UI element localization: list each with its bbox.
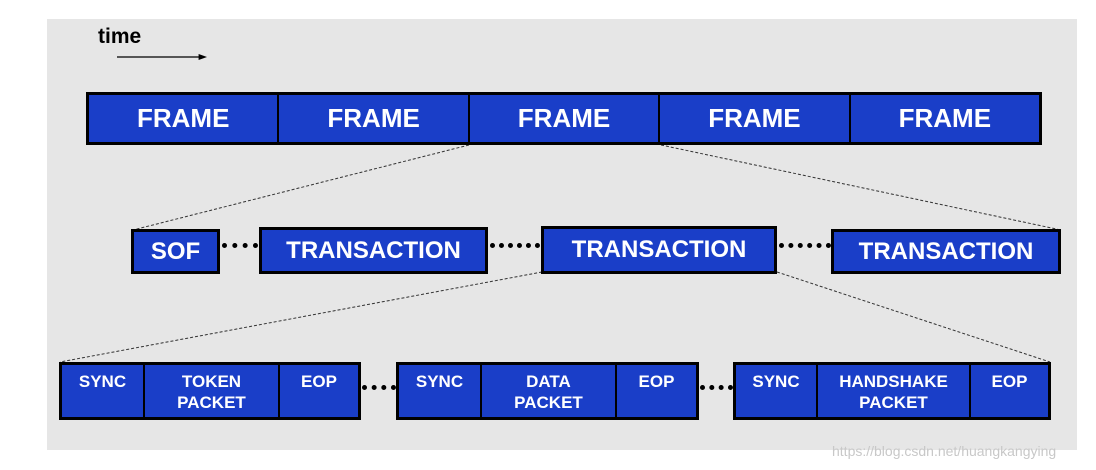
packet-field: HANDSHAKE PACKET (818, 365, 971, 417)
dotted-connector (222, 243, 258, 254)
frame-bar: FRAME FRAME FRAME FRAME FRAME (86, 92, 1042, 145)
handshake-packet-group: SYNC HANDSHAKE PACKET EOP (733, 362, 1051, 420)
sync-field: SYNC (62, 365, 145, 417)
eop-field: EOP (280, 365, 358, 417)
sof-box: SOF (131, 229, 220, 274)
eop-field: EOP (971, 365, 1048, 417)
frame-box: FRAME (279, 95, 470, 142)
time-label: time (98, 25, 142, 48)
transaction-box: TRANSACTION (541, 226, 777, 274)
dotted-connector (490, 243, 540, 254)
sync-field: SYNC (399, 365, 482, 417)
time-arrow (117, 54, 207, 60)
expansion-line-right-top (660, 144, 1062, 231)
frame-box: FRAME (660, 95, 851, 142)
packet-field: DATA PACKET (482, 365, 617, 417)
dotted-connector (700, 385, 733, 396)
frame-box: FRAME (469, 95, 661, 142)
frame-box: FRAME (850, 95, 1040, 142)
packet-field: TOKEN PACKET (145, 365, 280, 417)
transaction-box: TRANSACTION (259, 227, 488, 274)
transaction-box: TRANSACTION (831, 229, 1061, 274)
data-packet-group: SYNC DATA PACKET EOP (396, 362, 699, 420)
sync-field: SYNC (736, 365, 818, 417)
eop-field: EOP (617, 365, 696, 417)
expansion-line-right-bottom (776, 271, 1051, 363)
dotted-connector (779, 243, 831, 254)
frame-box: FRAME (89, 95, 280, 142)
expansion-line-left-top (132, 144, 470, 231)
watermark: https://blog.csdn.net/huangkangying (832, 443, 1057, 459)
dotted-connector (362, 385, 396, 396)
expansion-line-left-bottom (59, 271, 543, 363)
token-packet-group: SYNC TOKEN PACKET EOP (59, 362, 361, 420)
